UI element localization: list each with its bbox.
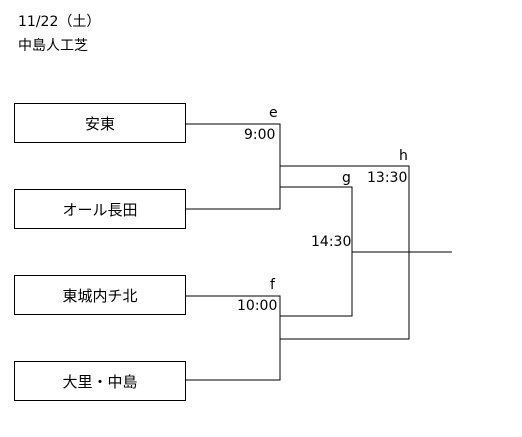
bracket-line-g — [280, 186, 353, 317]
team-box-4: 大里・中島 — [14, 361, 186, 401]
date-label: 11/22（土） — [18, 14, 101, 30]
team-box-1: 安東 — [14, 103, 186, 143]
match-time-e: 9:00 — [244, 127, 276, 143]
team-name-2: オール長田 — [62, 200, 138, 219]
team-box-2: オール長田 — [14, 189, 186, 229]
match-id-f: f — [270, 277, 275, 293]
match-time-g: 14:30 — [311, 234, 352, 250]
bracket-line-f — [186, 295, 281, 381]
match-time-h: 13:30 — [367, 170, 408, 186]
team-name-1: 安東 — [84, 114, 115, 133]
venue-label: 中島人工芝 — [18, 38, 88, 54]
match-id-h: h — [399, 148, 408, 164]
team-box-3: 東城内チ北 — [14, 275, 186, 315]
match-id-g: g — [342, 170, 351, 186]
match-time-f: 10:00 — [237, 298, 278, 314]
match-id-e: e — [269, 105, 278, 121]
team-name-4: 大里・中島 — [62, 372, 138, 391]
team-name-3: 東城内チ北 — [62, 286, 138, 305]
